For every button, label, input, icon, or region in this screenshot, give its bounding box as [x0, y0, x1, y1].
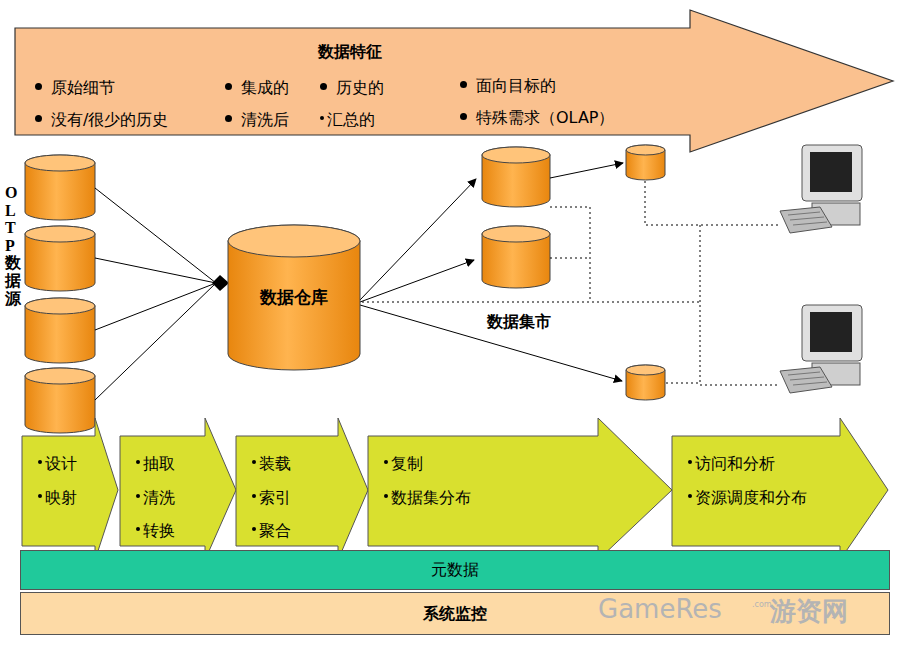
node-text: 装载: [252, 454, 291, 473]
node-text: 数据集分布: [384, 488, 471, 507]
source-cylinder: [25, 368, 95, 433]
node-text: 资源调度和分布: [688, 488, 807, 507]
mart-label: 数据集市: [487, 312, 551, 333]
computer-icon: [780, 145, 862, 233]
mart-cylinder: [626, 365, 665, 400]
merge-arrowhead: [212, 275, 229, 291]
node-text: 清洗后: [225, 110, 289, 129]
feature-arrow: 数据特征原始细节没有/很少的历史 集成的清洗后 历史的汇总的 面向目标的特殊需求（OL…: [15, 10, 893, 152]
process-chevron: 装载索引聚合: [236, 418, 368, 560]
node-text: 系统监控: [423, 604, 487, 623]
node-text: 清洗: [136, 488, 175, 507]
node-text: 历史的: [320, 78, 384, 97]
mart-cylinder: [626, 145, 665, 180]
node-text: 复制: [384, 454, 423, 473]
mart-cylinder: [482, 147, 550, 207]
access-lines: [362, 181, 780, 385]
metadata-band: 元数据: [20, 550, 890, 590]
node-text: 汇总的: [320, 110, 375, 129]
monitor-band: 系统监控: [20, 592, 890, 635]
node-text: 聚合: [252, 521, 291, 540]
computer-icon: [780, 305, 862, 393]
watermark: 游资网: [770, 594, 848, 629]
watermark: .com: [752, 600, 772, 609]
source-cylinder: [25, 298, 95, 363]
distribution-arrows: [360, 163, 623, 381]
process-chevron: 抽取清洗转换: [120, 418, 236, 560]
node-text: 转换: [136, 521, 175, 540]
node-text: 原始细节: [35, 78, 115, 97]
node-text: 没有/很少的历史: [35, 110, 168, 129]
feed-lines: [95, 188, 216, 400]
node-text: 设计: [38, 454, 77, 473]
process-chevron: 设计映射: [22, 418, 118, 560]
node-text: 数据特征: [318, 42, 382, 61]
node-text: 映射: [38, 488, 77, 507]
node-text: 特殊需求（OLAP）: [460, 108, 614, 127]
node-text: 访问和分析: [688, 454, 775, 473]
source-label: OLTP数据源: [5, 184, 21, 307]
node-text: 数据仓库: [260, 287, 328, 307]
node-text: 面向目标的: [460, 76, 556, 95]
source-cylinder: [25, 226, 95, 291]
warehouse-cylinder: 数据仓库: [228, 225, 360, 370]
node-text: 元数据: [431, 560, 479, 579]
mart-cylinder: [482, 226, 550, 288]
source-cylinder: [25, 155, 95, 220]
process-chevron: 复制数据集分布: [368, 418, 672, 560]
feature-arrow-outline: [15, 10, 893, 152]
node-text: 索引: [252, 488, 291, 507]
node-text: 抽取: [136, 454, 175, 473]
process-chevron: 访问和分析资源调度和分布: [672, 418, 888, 560]
node-text: 集成的: [225, 78, 289, 97]
watermark: GameRes: [598, 594, 722, 624]
